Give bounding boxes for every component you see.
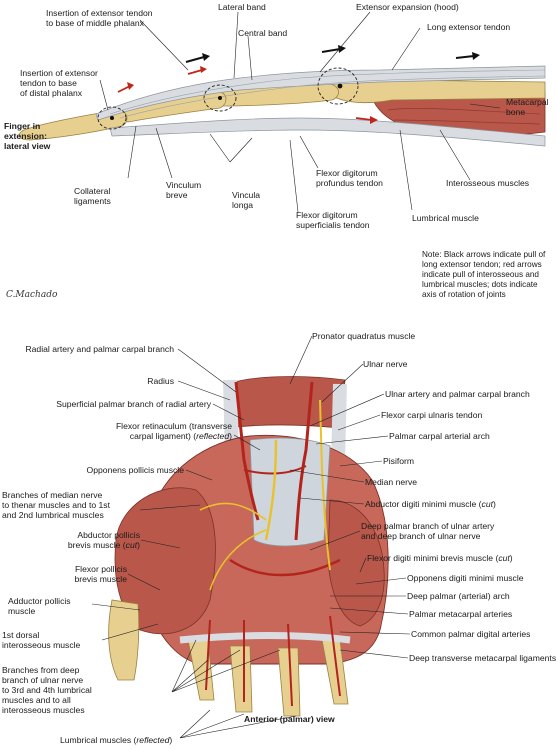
finger-lateral-illustration bbox=[18, 11, 546, 213]
label-metacarpal-bone: Metacarpal bone bbox=[506, 97, 549, 117]
label-radial-artery: Radial artery and palmar carpal branch bbox=[25, 344, 174, 354]
label-long-extensor-tendon: Long extensor tendon bbox=[427, 22, 511, 32]
label-palmar-carpal-arch: Palmar carpal arterial arch bbox=[389, 431, 490, 441]
extensor-tendon-shape bbox=[95, 65, 546, 121]
nerves bbox=[199, 399, 331, 591]
legend-note: Note: Black arrows indicate pull of long… bbox=[422, 250, 546, 299]
label-superficial-palmar-branch: Superficial palmar branch of radial arte… bbox=[56, 399, 211, 409]
label-fdp-tendon: Flexor digitorum profundus tendon bbox=[316, 168, 383, 188]
label-branches-deep-ulnar: Branches from deep branch of ulnar nerve… bbox=[2, 665, 92, 715]
label-flexor-digiti-minimi: Flexor digiti minimi brevis muscle (cut) bbox=[367, 553, 513, 563]
label-ulnar-artery: Ulnar artery and palmar carpal branch bbox=[385, 389, 530, 399]
label-fds-tendon: Flexor digitorum superficialis tendon bbox=[296, 210, 370, 230]
label-insertion-middle-phalanx: Insertion of extensor tendon to base of … bbox=[46, 8, 153, 28]
label-lumbrical-muscles: Lumbrical muscles (reflected) bbox=[60, 735, 173, 745]
label-pisiform: Pisiform bbox=[383, 456, 415, 466]
flexor-retinaculum-shape bbox=[249, 437, 331, 547]
label-insertion-distal-phalanx: Insertion of extensor tendon to base of … bbox=[20, 68, 98, 98]
label-extensor-expansion: Extensor expansion (hood) bbox=[356, 2, 459, 12]
label-central-band: Central band bbox=[238, 28, 288, 38]
label-common-palmar-digital: Common palmar digital arteries bbox=[411, 629, 531, 639]
flexor-tendons-shape bbox=[109, 117, 546, 147]
label-deep-palmar-branch: Deep palmar branch of ulnar artery and d… bbox=[361, 521, 495, 541]
label-vincula-longa: Vincula longa bbox=[232, 190, 261, 210]
label-vinculum-breve: Vinculum breve bbox=[166, 180, 202, 200]
label-anterior-palmar-view: Anterior (palmar) view bbox=[244, 714, 335, 724]
label-opponens-pollicis: Opponens pollicis muscle bbox=[86, 465, 184, 475]
label-interosseous-muscles: Interosseous muscles bbox=[446, 178, 530, 188]
label-palmar-metacarpal-arteries: Palmar metacarpal arteries bbox=[409, 609, 513, 619]
label-lateral-band: Lateral band bbox=[218, 2, 266, 12]
label-median-nerve: Median nerve bbox=[365, 477, 418, 487]
label-radius: Radius bbox=[147, 376, 174, 386]
label-lumbrical-muscle: Lumbrical muscle bbox=[412, 213, 479, 223]
thumb-shape bbox=[108, 599, 140, 681]
label-collateral-ligaments: Collateral ligaments bbox=[74, 186, 111, 206]
label-flexor-pollicis-brevis: Flexor pollicis brevis muscle bbox=[74, 564, 127, 584]
label-branches-median-nerve: Branches of median nerve to thenar muscl… bbox=[2, 490, 110, 520]
artist-signature: C.Machado bbox=[6, 290, 58, 300]
hand-palmar-illustration bbox=[91, 335, 411, 739]
label-pronator-quadratus: Pronator quadratus muscle bbox=[312, 331, 416, 341]
pronator-quadratus-shape bbox=[225, 376, 346, 429]
label-first-dorsal-interosseous: 1st dorsal interosseous muscle bbox=[2, 630, 81, 650]
label-deep-transverse-ligaments: Deep transverse metacarpal ligaments bbox=[409, 653, 557, 663]
label-ulnar-nerve: Ulnar nerve bbox=[363, 359, 408, 369]
pull-arrows bbox=[117, 45, 480, 124]
label-fcu-tendon: Flexor carpi ulnaris tendon bbox=[381, 410, 483, 420]
label-adductor-pollicis: Adductor pollicis muscle bbox=[8, 596, 71, 616]
label-deep-palmar-arch: Deep palmar (arterial) arch bbox=[407, 591, 510, 601]
label-abductor-digiti-minimi: Abductor digiti minimi muscle (cut) bbox=[365, 499, 496, 509]
label-opponens-digiti-minimi: Opponens digiti minimi muscle bbox=[407, 573, 524, 583]
panel-title-finger: Finger in extension: lateral view bbox=[4, 121, 51, 151]
